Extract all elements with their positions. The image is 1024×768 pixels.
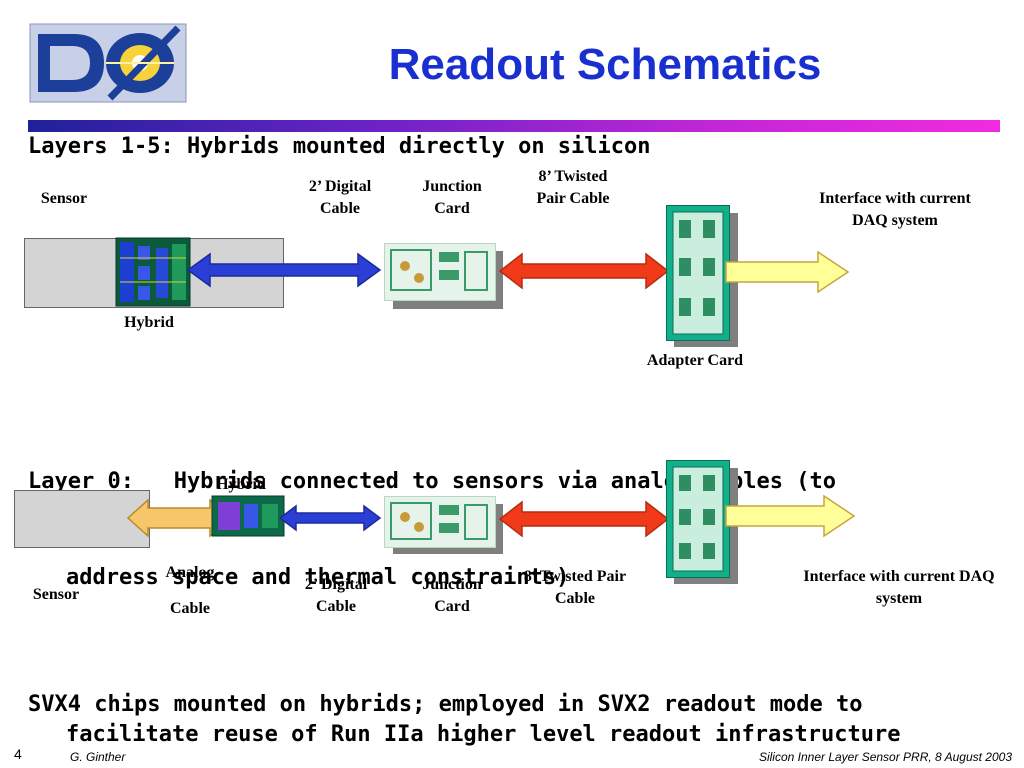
twisted-pair-arrow-1 — [498, 250, 670, 292]
digital-cable-label-2: 2’ Digital Cable — [286, 574, 386, 618]
footer-author: G. Ginther — [70, 750, 126, 764]
twisted-pair-label-2-line1: 8’ Twisted Pair — [523, 568, 627, 585]
hybrid-chip-1 — [115, 237, 191, 307]
hybrid-label-2: Hybrid — [216, 476, 266, 493]
interface-label-1-line1: Interface with current — [819, 190, 971, 207]
junction-card-label-2-line1: Junction — [422, 576, 482, 593]
junction-card-label-1-line1: Junction — [422, 178, 482, 195]
digital-cable-arrow-2 — [278, 502, 382, 534]
analog-cable-label-line1: Analog — [165, 564, 215, 581]
digital-cable-label-1-line2: Cable — [320, 200, 360, 217]
junction-card-2 — [384, 496, 496, 548]
twisted-pair-label-1: 8’ Twisted Pair Cable — [508, 166, 638, 210]
interface-arrow-2 — [725, 494, 856, 538]
interface-arrow-1 — [725, 250, 850, 294]
interface-label-2-line2: system — [875, 590, 923, 607]
sensor-label-2: Sensor — [32, 586, 80, 603]
interface-label-1-line2: DAQ system — [852, 212, 938, 229]
digital-cable-label-2-line2: Cable — [316, 598, 356, 615]
twisted-pair-arrow-2 — [498, 498, 670, 540]
section3-text: SVX4 chips mounted on hybrids; employed … — [28, 690, 900, 750]
interface-label-2: Interface with current DAQ system — [774, 566, 1024, 610]
junction-card-1 — [384, 243, 496, 301]
digital-cable-label-1: 2’ Digital Cable — [290, 176, 390, 220]
digital-cable-label-2-line1: 2’ Digital — [304, 576, 368, 593]
digital-cable-arrow-1 — [186, 250, 382, 290]
section1-heading: Layers 1-5: Hybrids mounted directly on … — [28, 134, 651, 159]
section2-heading-line2: address space and thermal constraints) — [66, 565, 570, 590]
adapter-card-label: Adapter Card — [646, 352, 744, 369]
hybrid-chip-2 — [211, 495, 285, 537]
junction-card-label-1-line2: Card — [434, 200, 470, 217]
hybrid-label-1: Hybrid — [124, 314, 174, 331]
analog-cable-label: Analog Cable — [150, 555, 230, 627]
twisted-pair-label-1-line1: 8’ Twisted — [538, 168, 608, 185]
twisted-pair-label-2-line2: Cable — [555, 590, 595, 607]
section2-heading-line1: Layer 0: Hybrids connected to sensors vi… — [28, 469, 836, 494]
analog-cable-label-line2: Cable — [170, 600, 210, 617]
twisted-pair-label-2: 8’ Twisted Pair Cable — [500, 566, 650, 610]
junction-card-label-1: Junction Card — [402, 176, 502, 220]
junction-card-label-2: Junction Card — [402, 574, 502, 618]
adapter-card-1 — [666, 205, 730, 341]
sensor-label-1: Sensor — [40, 190, 88, 207]
sensor-block-2 — [14, 490, 150, 548]
section3-line2: facilitate reuse of Run IIa higher level… — [66, 722, 901, 747]
interface-label-2-line1: Interface with current DAQ — [803, 568, 995, 585]
junction-card-label-2-line2: Card — [434, 598, 470, 615]
page-number: 4 — [14, 746, 22, 762]
digital-cable-label-1-line1: 2’ Digital — [308, 178, 372, 195]
interface-label-1: Interface with current DAQ system — [780, 188, 1010, 232]
section2-heading: Layer 0: Hybrids connected to sensors vi… — [28, 402, 836, 626]
footer-event: Silicon Inner Layer Sensor PRR, 8 August… — [758, 750, 1012, 764]
page-title: Readout Schematics — [388, 40, 822, 89]
adapter-card-2 — [666, 460, 730, 578]
twisted-pair-label-1-line2: Pair Cable — [536, 190, 610, 207]
d0-logo-icon — [28, 22, 188, 104]
title-divider — [28, 120, 1000, 132]
section3-line1: SVX4 chips mounted on hybrids; employed … — [28, 692, 863, 717]
